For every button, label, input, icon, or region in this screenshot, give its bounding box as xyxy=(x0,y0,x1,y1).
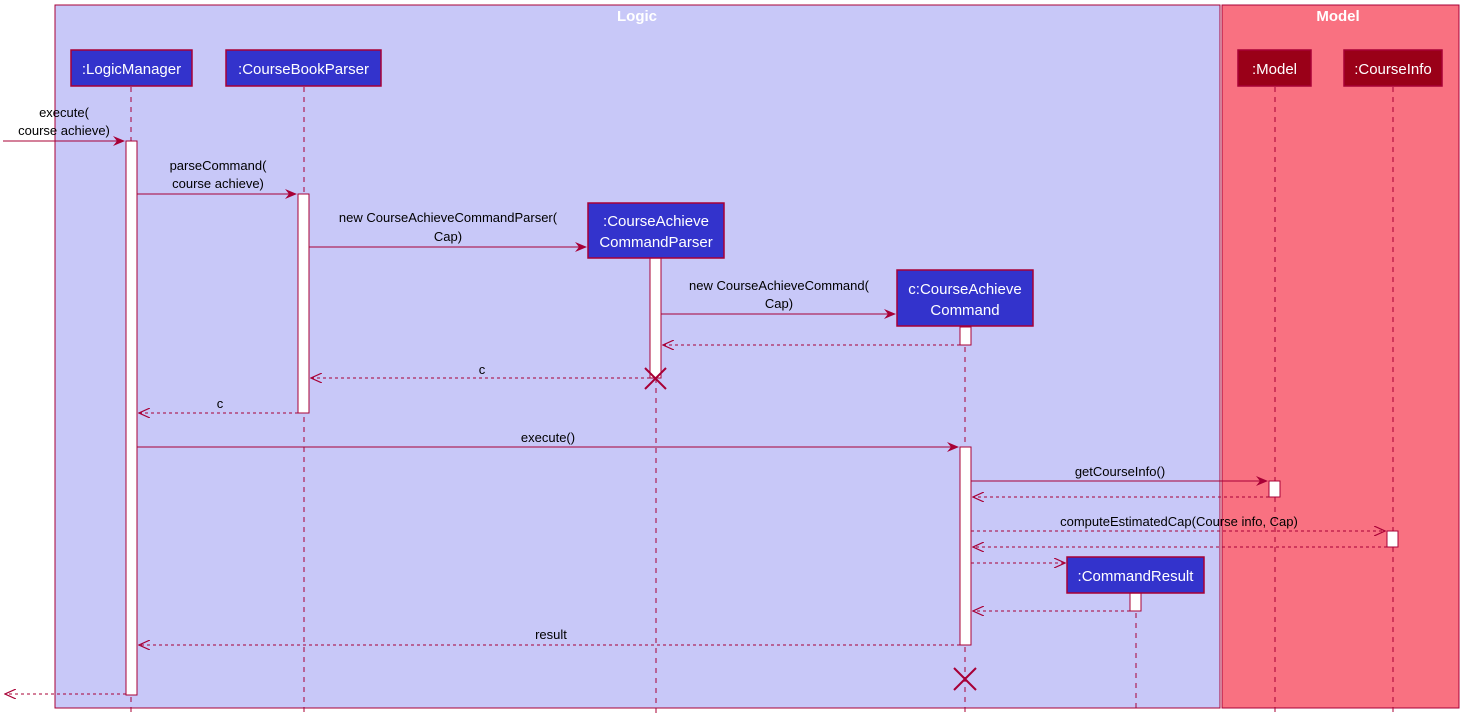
msg-new-command-label-2: Cap) xyxy=(765,296,793,311)
activation-logic-manager xyxy=(125,140,138,696)
msg-new-parser-label-2: Cap) xyxy=(434,229,462,244)
msg-execute-in-label-2: course achieve) xyxy=(18,123,110,138)
participant-course-info-label: :CourseInfo xyxy=(1354,61,1432,78)
activation-model xyxy=(1268,480,1281,498)
msg-execute-label: execute() xyxy=(521,430,575,445)
activation-course-achieve-command-execute xyxy=(959,446,972,646)
activation-course-book-parser xyxy=(297,193,310,414)
participant-course-achieve-command-parser: :CourseAchieve CommandParser xyxy=(587,202,725,259)
participant-course-achieve-command: c:CourseAchieve Command xyxy=(896,269,1034,327)
participant-model: :Model xyxy=(1237,49,1312,87)
msg-result-label: result xyxy=(535,627,567,642)
activation-course-achieve-command-init xyxy=(959,326,972,346)
activation-command-result xyxy=(1129,592,1142,612)
msg-return-c-1-label: c xyxy=(479,362,486,377)
participant-course-achieve-command-label-2: Command xyxy=(930,302,999,319)
model-group-title: Model xyxy=(1316,8,1359,25)
msg-get-course-info-label: getCourseInfo() xyxy=(1075,464,1165,479)
msg-new-parser-label-1: new CourseAchieveCommandParser( xyxy=(339,210,558,225)
activation-course-achieve-command-parser xyxy=(649,257,662,379)
msg-return-c-2-label: c xyxy=(217,396,224,411)
msg-parse-command-label-1: parseCommand( xyxy=(170,158,267,173)
participant-model-label: :Model xyxy=(1252,61,1297,78)
msg-compute-cap-label: computeEstimatedCap(Course info, Cap) xyxy=(1060,514,1298,529)
participant-logic-manager: :LogicManager xyxy=(70,49,193,87)
logic-group xyxy=(54,4,1221,709)
model-group xyxy=(1221,4,1460,709)
msg-execute-in-label-1: execute( xyxy=(39,105,90,120)
activation-course-info xyxy=(1386,530,1399,548)
participant-course-achieve-command-parser-label-1: :CourseAchieve xyxy=(603,213,709,230)
participant-course-achieve-command-label-1: c:CourseAchieve xyxy=(908,281,1021,298)
participant-course-info: :CourseInfo xyxy=(1343,49,1443,87)
participant-course-book-parser: :CourseBookParser xyxy=(225,49,382,87)
logic-group-title: Logic xyxy=(617,8,657,25)
destroy-icon-parser xyxy=(644,367,667,390)
participant-command-result-label: :CommandResult xyxy=(1078,568,1195,585)
participant-course-achieve-command-parser-label-2: CommandParser xyxy=(599,234,712,251)
participant-course-book-parser-label: :CourseBookParser xyxy=(238,61,369,78)
msg-new-command-label-1: new CourseAchieveCommand( xyxy=(689,278,870,293)
destroy-icon-command xyxy=(953,667,977,691)
msg-parse-command-label-2: course achieve) xyxy=(172,176,264,191)
participant-command-result: :CommandResult xyxy=(1066,556,1205,594)
participant-logic-manager-label: :LogicManager xyxy=(82,61,181,78)
